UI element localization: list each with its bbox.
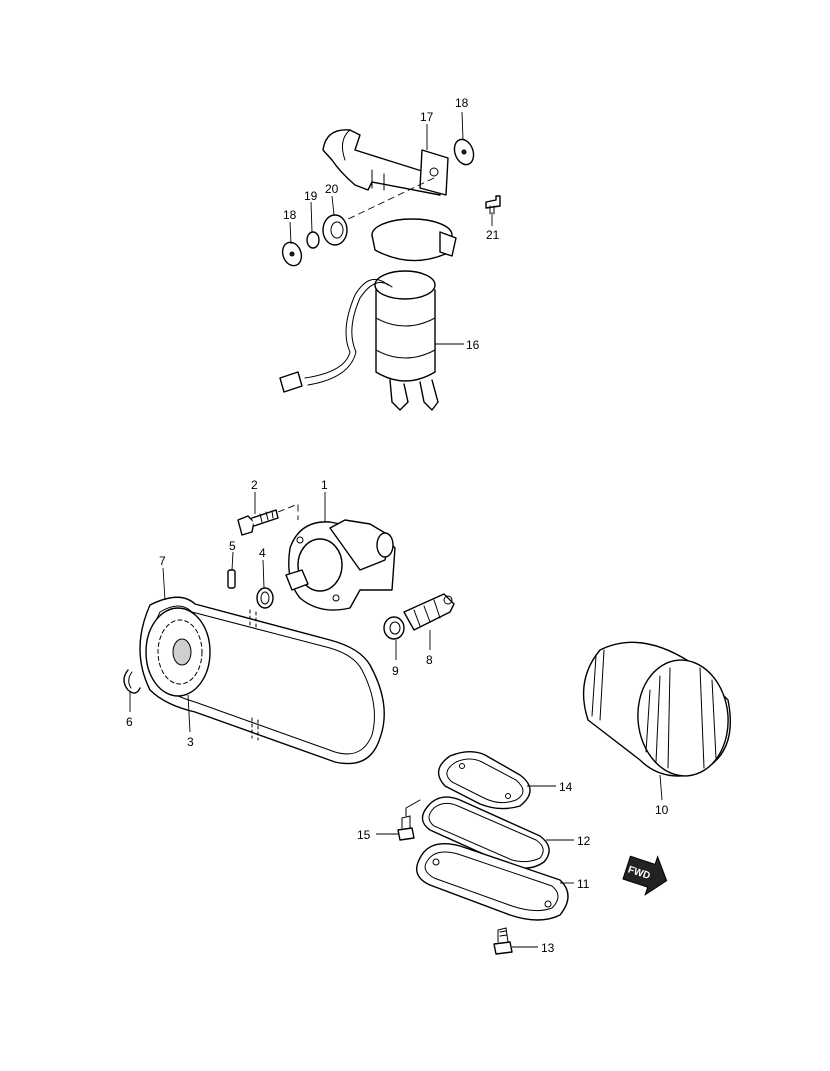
callout-16: 16 bbox=[466, 338, 480, 352]
part-12-gasket bbox=[421, 796, 550, 869]
part-11-cover bbox=[416, 843, 569, 921]
callout-8: 8 bbox=[426, 653, 433, 667]
callout-10: 10 bbox=[655, 803, 669, 817]
part-18-washer-upper bbox=[453, 138, 475, 166]
part-2-bolt bbox=[237, 503, 299, 536]
callout-6: 6 bbox=[126, 715, 133, 729]
part-4-oring bbox=[256, 587, 274, 609]
part-6-circlip bbox=[123, 669, 141, 694]
part-14-plate bbox=[437, 751, 531, 810]
callout-20: 20 bbox=[325, 182, 339, 196]
callout-17: 17 bbox=[420, 110, 434, 124]
callout-21: 21 bbox=[486, 228, 500, 242]
callout-3: 3 bbox=[187, 735, 194, 749]
part-15-bolt bbox=[397, 799, 421, 841]
callout-labels: 17 18 19 20 18 21 16 1 2 5 4 7 9 8 6 3 1… bbox=[126, 96, 669, 955]
part-13-bolt bbox=[493, 927, 513, 955]
callout-12: 12 bbox=[577, 834, 591, 848]
callout-11: 11 bbox=[577, 877, 590, 891]
part-9-oring bbox=[383, 616, 405, 640]
part-1-oil-pump bbox=[285, 519, 396, 611]
part-8-relief-valve bbox=[403, 593, 455, 631]
callout-18-lower: 18 bbox=[283, 208, 297, 222]
part-3-sprocket bbox=[145, 607, 211, 697]
callout-2: 2 bbox=[251, 478, 258, 492]
callout-5: 5 bbox=[229, 539, 236, 553]
part-clamp-band bbox=[371, 218, 457, 262]
callout-14: 14 bbox=[559, 780, 573, 794]
part-10-oil-filter bbox=[582, 641, 732, 777]
callout-13: 13 bbox=[541, 941, 555, 955]
part-17-bracket bbox=[322, 129, 449, 223]
callout-15: 15 bbox=[357, 828, 371, 842]
part-21-bolt bbox=[485, 195, 501, 215]
part-18-washer-lower bbox=[281, 241, 303, 267]
callout-9: 9 bbox=[392, 664, 399, 678]
part-5-pin bbox=[227, 569, 236, 589]
callout-19: 19 bbox=[304, 189, 318, 203]
callout-1: 1 bbox=[321, 478, 328, 492]
callout-18-upper: 18 bbox=[455, 96, 469, 110]
fwd-direction-arrow-icon: FWD bbox=[622, 855, 668, 896]
part-19-collar bbox=[306, 231, 320, 249]
callout-4: 4 bbox=[259, 546, 266, 560]
leader-lines bbox=[129, 111, 663, 948]
part-16-fuel-pump bbox=[279, 270, 439, 411]
part-20-grommet bbox=[322, 214, 348, 246]
callout-7: 7 bbox=[159, 554, 166, 568]
